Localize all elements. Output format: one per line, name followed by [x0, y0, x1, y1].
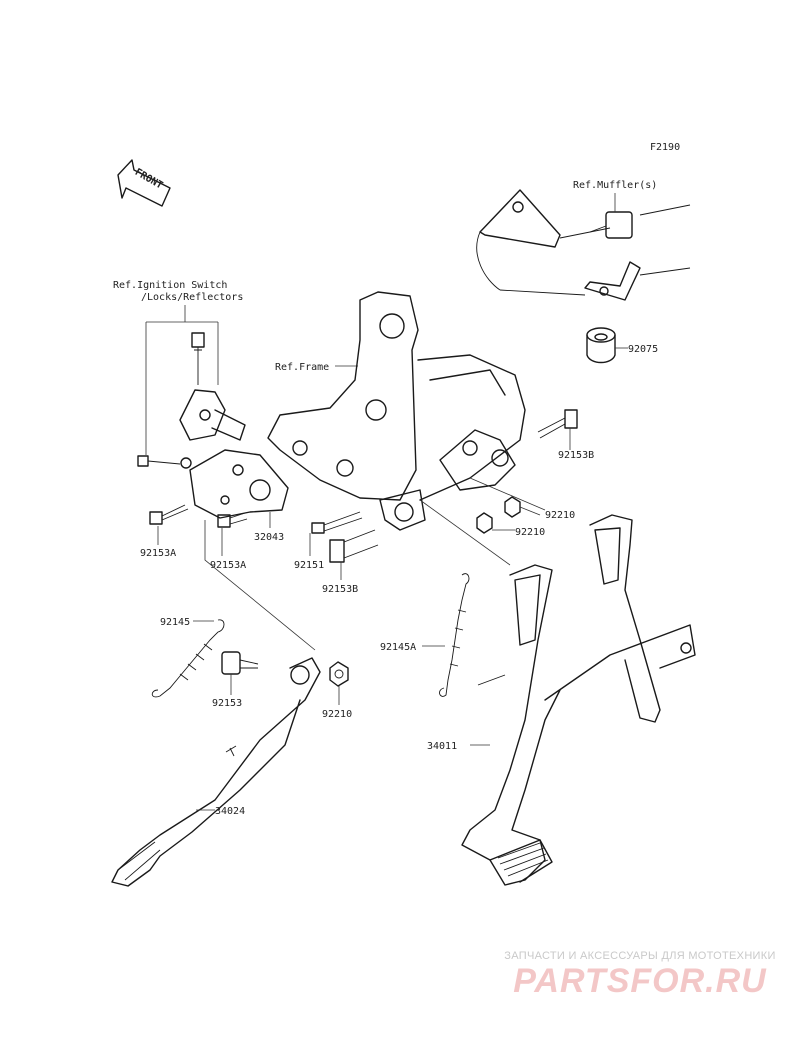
part-92153: 92153	[212, 698, 242, 709]
bolt-92151	[311, 511, 363, 534]
nut-92210-c	[329, 661, 349, 687]
part-92151: 92151	[294, 560, 324, 571]
part-34011: 34011	[427, 741, 457, 752]
part-92153A-mid: 92153A	[210, 560, 246, 571]
part-92210-a: 92210	[545, 510, 575, 521]
frame	[267, 291, 526, 531]
bolt-92153	[221, 651, 259, 675]
bolt-92153A-left	[149, 504, 189, 525]
part-32043: 32043	[254, 532, 284, 543]
nut-92210-b	[476, 512, 493, 534]
nut-92210-a	[504, 496, 521, 518]
ignition-switch	[179, 332, 246, 441]
watermark-logo: PARTSFOR.RU	[513, 962, 767, 1000]
part-92153A-left: 92153A	[140, 548, 176, 559]
front-label: FRONT	[133, 167, 165, 192]
diagram-code: F2190	[650, 142, 680, 153]
part-34024: 34024	[215, 806, 245, 817]
part-92145: 92145	[160, 617, 190, 628]
center-stand	[461, 514, 696, 886]
part-92210-b: 92210	[515, 527, 545, 538]
bolt-92153A-mid	[217, 512, 248, 528]
part-92075: 92075	[628, 344, 658, 355]
bolt-92153B-low	[329, 529, 379, 563]
muffler-bracket	[476, 189, 691, 301]
ref-muffler-label: Ref.Muffler(s)	[573, 180, 657, 191]
part-92210-c: 92210	[322, 709, 352, 720]
part-92153B-top: 92153B	[558, 450, 594, 461]
ref-frame-label: Ref.Frame	[275, 362, 329, 373]
side-stand	[111, 657, 321, 887]
front-arrow-icon: FRONT	[117, 159, 171, 207]
switch-bracket	[189, 449, 289, 519]
part-92145A: 92145A	[380, 642, 416, 653]
ref-ignition-line1: Ref.Ignition Switch	[113, 280, 227, 291]
ref-ignition-line2: /Locks/Reflectors	[141, 292, 243, 303]
spring-92145A	[439, 573, 470, 697]
watermark-tagline: ЗАПЧАСТИ И АКСЕССУАРЫ ДЛЯ МОТОТЕХНИКИ	[504, 950, 776, 962]
bolt-ignition	[137, 455, 192, 469]
spring-92145	[151, 619, 225, 698]
rubber-stopper	[586, 327, 616, 364]
bolt-92153B-top	[537, 409, 578, 439]
part-92153B-low: 92153B	[322, 584, 358, 595]
